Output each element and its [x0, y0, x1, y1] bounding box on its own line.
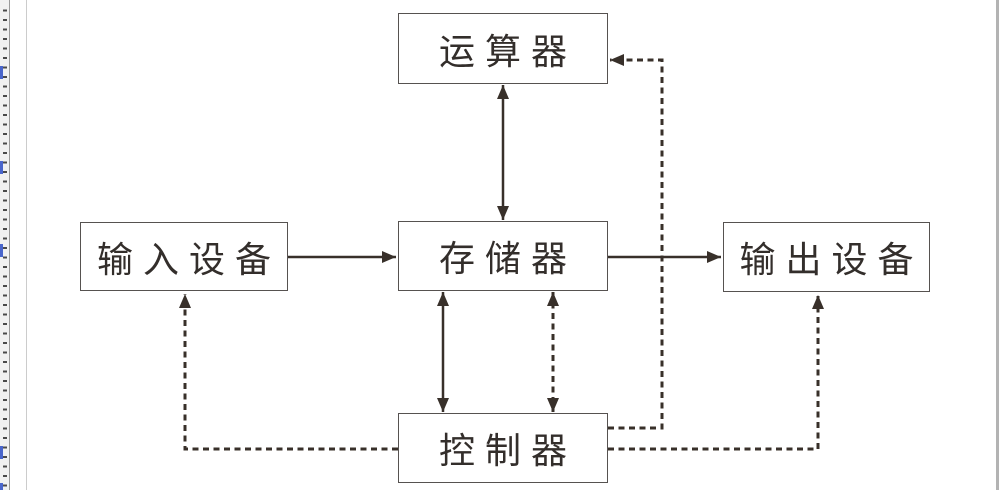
node-alu: 运算器 — [398, 13, 608, 84]
ruler-ticks — [3, 2, 7, 488]
arrow-controller-to-alu — [608, 54, 664, 430]
ruler-blue-marker — [0, 483, 3, 490]
node-controller: 控制器 — [398, 413, 608, 483]
right-scrollbar-edge[interactable] — [996, 0, 999, 490]
node-memory: 存储器 — [398, 221, 608, 291]
ruler-blue-marker — [0, 244, 3, 257]
node-input-label: 输入设备 — [96, 239, 281, 281]
node-controller-label: 控制器 — [438, 431, 577, 472]
node-alu-label: 运算器 — [438, 31, 577, 73]
ruler-blue-marker — [0, 161, 3, 174]
node-output-device: 输出设备 — [723, 222, 930, 292]
arrow-controller-to-input — [179, 294, 398, 451]
node-input-device: 输入设备 — [80, 222, 288, 291]
arrow-controller-to-output — [608, 295, 824, 451]
ruler-blue-marker — [0, 66, 3, 79]
node-memory-label: 存储器 — [438, 239, 577, 280]
page-edge-line — [26, 0, 27, 490]
vertical-ruler — [0, 0, 10, 490]
ruler-blue-marker — [0, 446, 3, 459]
node-output-label: 输出设备 — [739, 240, 924, 281]
